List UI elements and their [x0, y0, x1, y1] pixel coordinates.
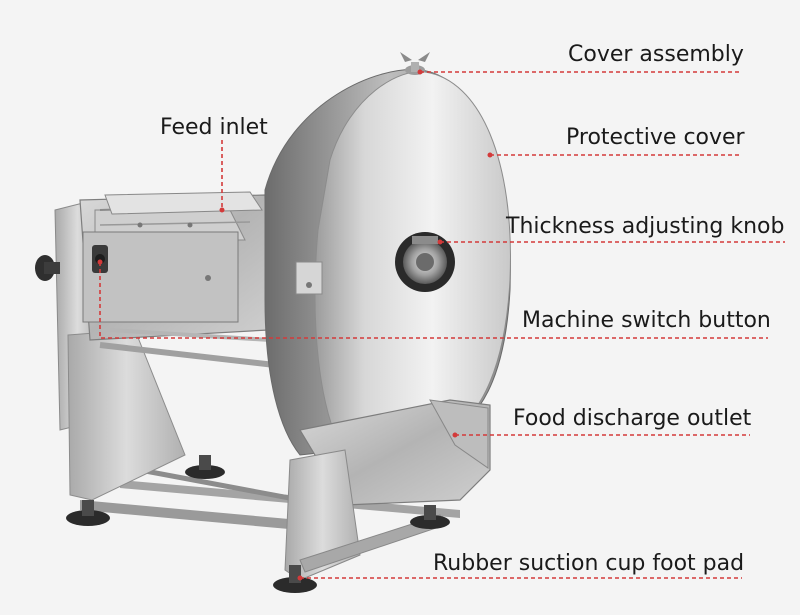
label-thickness-knob: Thickness adjusting knob [506, 214, 785, 239]
label-protective-cover: Protective cover [566, 125, 745, 150]
label-foot-pad: Rubber suction cup foot pad [433, 551, 745, 576]
label-cover-assembly: Cover assembly [568, 42, 744, 67]
side-handle-knob [35, 255, 60, 281]
feed-inlet-chute [104, 191, 263, 215]
switch-button [92, 245, 108, 273]
label-switch-button: Machine switch button [522, 308, 771, 333]
mount-bracket [295, 261, 323, 295]
leader-switch-button [99, 262, 768, 339]
thickness-knob-hub [395, 232, 455, 292]
leader-lines [97, 69, 785, 581]
suction-cup-feet [66, 455, 450, 593]
feed-housing [79, 194, 269, 341]
label-discharge-outlet: Food discharge outlet [513, 406, 752, 431]
label-feed-inlet: Feed inlet [160, 115, 268, 140]
